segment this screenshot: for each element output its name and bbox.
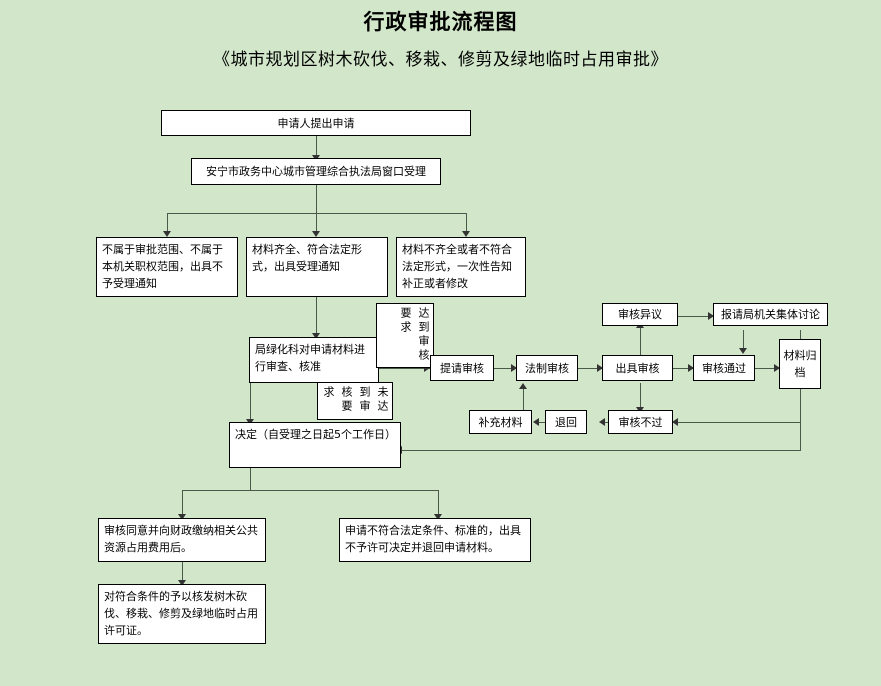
node-review-objection[interactable]: 审核异议 <box>602 303 678 326</box>
arrowhead-down <box>312 231 320 237</box>
connector-branch-left <box>167 213 168 235</box>
connector-branch-bottom-left <box>182 490 183 518</box>
label-not-meets-review-requirement: 未达到审核要求 <box>317 382 393 420</box>
node-archive[interactable]: 材料归档 <box>779 339 821 389</box>
connector-legal-to-issue <box>578 368 602 369</box>
connector-discussion-to-passed <box>743 330 744 352</box>
node-request-review[interactable]: 提请审核 <box>430 355 494 381</box>
node-legal-review[interactable]: 法制审核 <box>516 355 578 381</box>
node-supplement-materials[interactable]: 补充材料 <box>469 410 532 434</box>
connector-greening-to-request <box>378 368 430 369</box>
arrowhead-down <box>178 514 186 520</box>
node-decision[interactable]: 决定（自受理之日起5个工作日） <box>229 422 401 468</box>
node-not-approved[interactable]: 申请不符合法定条件、标准的，出具不予许可决定并退回申请材料。 <box>339 518 531 562</box>
connector-complete-to-greening <box>316 297 317 337</box>
connector-archive-to-decision <box>402 450 801 451</box>
connector-supplement-to-legal <box>523 388 524 411</box>
arrowhead-down <box>739 348 747 354</box>
connector-branch-right <box>466 213 467 235</box>
connector-issue-to-failed <box>640 383 641 411</box>
node-issue-license[interactable]: 对符合条件的予以核发树木砍伐、移栽、修剪及绿地临时占用许可证。 <box>98 584 266 644</box>
arrowhead-down <box>178 580 186 586</box>
arrowhead-right <box>708 312 714 320</box>
node-return-back[interactable]: 退回 <box>545 410 587 434</box>
page-title: 行政审批流程图 <box>363 10 518 34</box>
node-approved-fee[interactable]: 审核同意并向财政缴纳相关公共资源占用费用后。 <box>98 518 266 562</box>
node-accept-window[interactable]: 安宁市政务中心城市管理综合执法局窗口受理 <box>191 158 441 185</box>
arrowhead-left <box>599 418 605 426</box>
connector-discussion-to-failed-h <box>678 422 801 423</box>
connector-split-bar-bottom <box>182 490 439 491</box>
arrowhead-down <box>434 514 442 520</box>
connector-archive-down <box>800 390 801 450</box>
node-materials-complete[interactable]: 材料齐全、符合法定形式，出具受理通知 <box>246 237 388 297</box>
node-review-failed[interactable]: 审核不过 <box>608 410 673 434</box>
node-review-passed[interactable]: 审核通过 <box>693 355 755 381</box>
node-materials-incomplete[interactable]: 材料不齐全或者不符合法定形式，一次性告知补正或者修改 <box>396 237 526 297</box>
connector-apply-to-window <box>316 136 317 158</box>
arrowhead-right <box>688 364 694 372</box>
connector-passed-to-archive <box>755 368 779 369</box>
arrowhead-down <box>163 231 171 237</box>
page-subtitle: 《城市规划区树木砍伐、移栽、修剪及绿地临时占用审批》 <box>213 50 668 70</box>
connector-issue-to-objection <box>640 325 641 355</box>
node-bureau-discussion[interactable]: 报请局机关集体讨论 <box>713 303 828 326</box>
connector-fee-to-license <box>182 562 183 584</box>
arrowhead-left <box>672 418 678 426</box>
arrowhead-right <box>511 364 517 372</box>
arrowhead-down <box>312 333 320 339</box>
connector-window-down <box>316 185 317 213</box>
node-out-of-scope[interactable]: 不属于审批范围、不属于本机关职权范围，出具不予受理通知 <box>96 237 238 297</box>
connector-split-bar-top <box>167 213 467 214</box>
arrowhead-right <box>597 364 603 372</box>
connector-greening-to-decision <box>250 383 251 423</box>
arrowhead-left <box>533 418 539 426</box>
arrowhead-up <box>519 383 527 389</box>
connector-issue-to-passed <box>673 368 693 369</box>
arrowhead-down <box>462 231 470 237</box>
label-meets-review-requirement: 达到审核要求 <box>376 303 434 368</box>
connector-branch-mid <box>316 213 317 235</box>
arrowhead-right <box>424 364 430 372</box>
arrowhead-right <box>774 364 780 372</box>
connector-request-to-legal <box>494 368 516 369</box>
connector-objection-to-discussion <box>678 316 713 317</box>
node-apply[interactable]: 申请人提出申请 <box>161 110 471 136</box>
node-greening-review[interactable]: 局绿化科对申请材料进行审查、核准 <box>249 337 379 383</box>
node-issue-review[interactable]: 出具审核 <box>602 355 673 381</box>
connector-branch-bottom-right <box>438 490 439 518</box>
connector-decision-down <box>250 468 251 490</box>
